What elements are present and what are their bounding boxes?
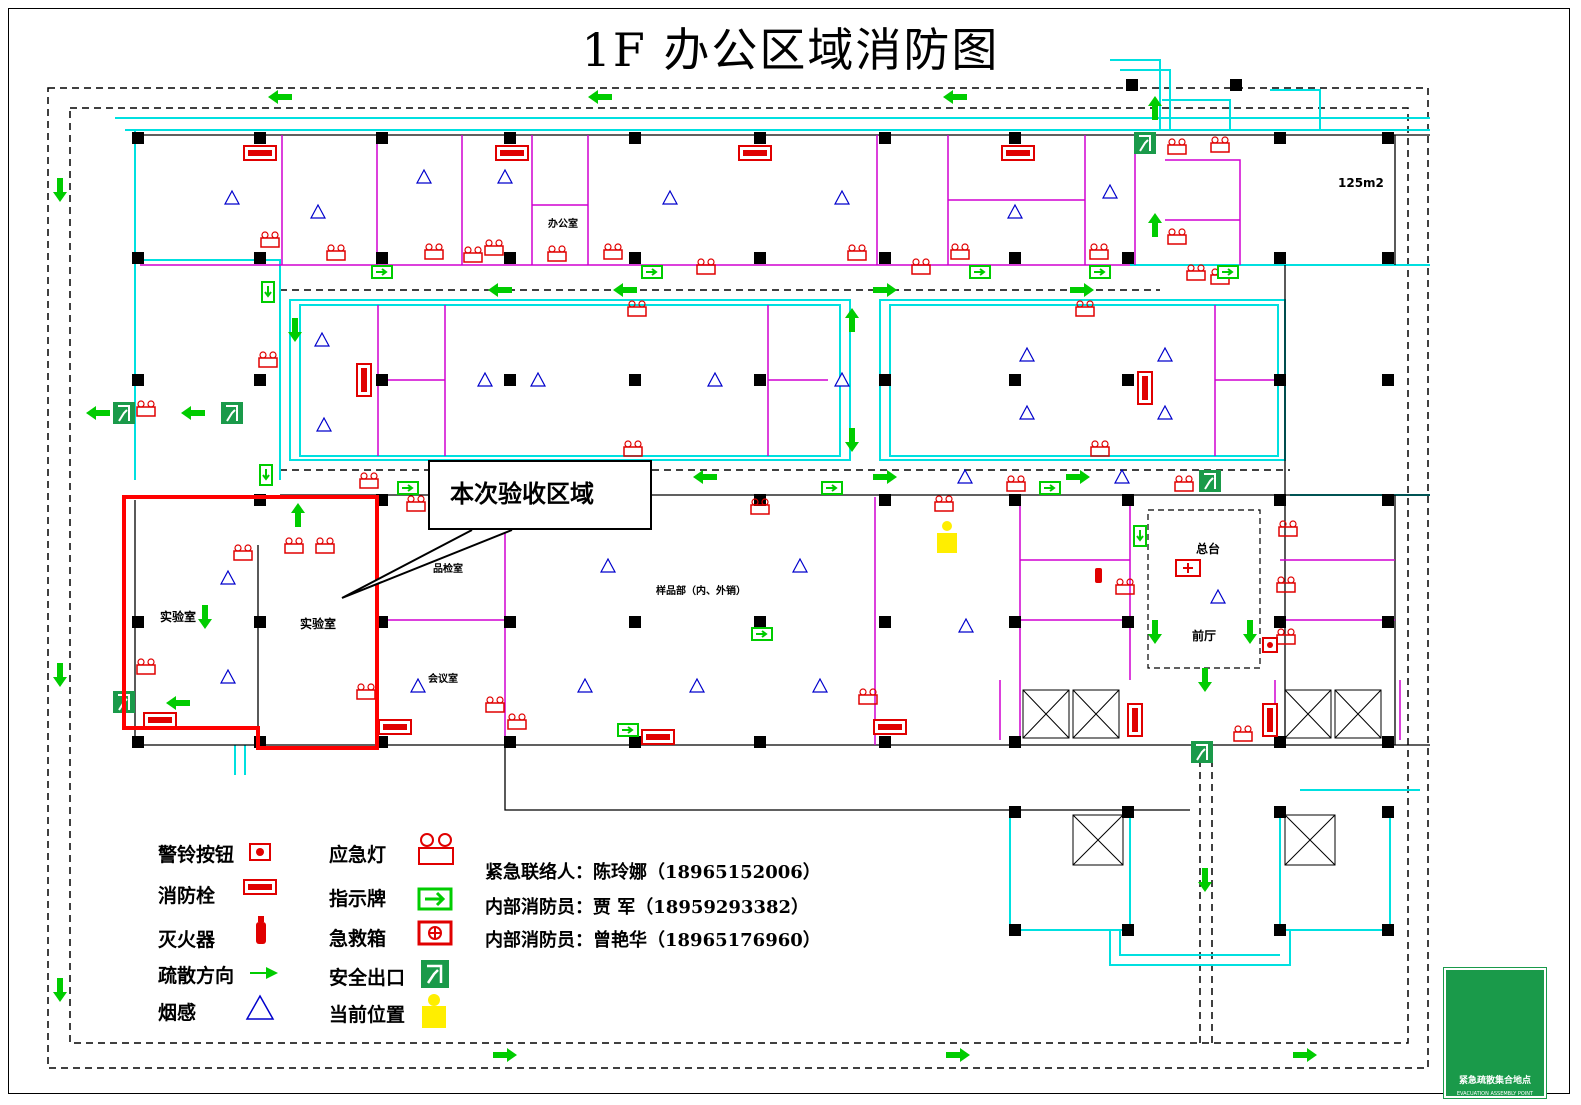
contact-emergency: 紧急联络人：陈玲娜（18965152006）: [485, 862, 821, 883]
room-label-lab2: 实验室: [300, 617, 337, 631]
room-label-front-desk: 总台: [1196, 542, 1221, 556]
contact-firefighter-1: 内部消防员：贾 军（18959293382）: [485, 897, 810, 918]
room-label-office: 办公室: [548, 219, 578, 230]
room-label-lab1: 实验室: [160, 610, 197, 624]
acceptance-area-outline: [122, 495, 379, 750]
room-label-reception: 前厅: [1192, 629, 1217, 643]
room-label-area: 125m2: [1338, 176, 1384, 190]
legend-safety-exit: 安全出口: [329, 967, 406, 989]
pillars: [132, 79, 1394, 936]
legend-first-aid: 急救箱: [329, 928, 387, 950]
legend-current-position: 当前位置: [329, 1004, 406, 1026]
page-title: 1F 办公区域消防图: [581, 23, 1000, 77]
assembly-point-label: 紧急疏散集合地点: [1458, 1076, 1531, 1086]
legend-extinguisher: 灭火器: [158, 929, 216, 951]
emergency-lights: [136, 136, 1298, 742]
acceptance-area-callout: 本次验收区域: [428, 460, 652, 530]
room-label-meeting: 会议室: [428, 674, 458, 685]
legend-emergency-light: 应急灯: [329, 844, 387, 866]
legend-hydrant: 消防栓: [158, 885, 216, 907]
direction-signs: [259, 265, 1239, 737]
assembly-point-label-en: EVACUATION ASSEMBLY POINT: [1456, 1091, 1534, 1097]
legend-smoke-detector: 烟感: [158, 1002, 197, 1024]
current-position-marker: [937, 521, 957, 553]
legend-icons: [243, 833, 454, 1028]
room-label-sample-dept: 样品部（内、外销）: [656, 586, 746, 597]
contact-firefighter-2: 内部消防员：曾艳华（18965176960）: [485, 930, 821, 951]
room-label-qc: 品检室: [433, 564, 463, 575]
legend-evac-direction: 疏散方向: [158, 965, 235, 987]
smoke-detectors: [220, 169, 1226, 693]
legend-sign: 指示牌: [329, 888, 387, 910]
hydrants: [143, 145, 1278, 745]
assembly-point-sign: 紧急疏散集合地点 EVACUATION ASSEMBLY POINT: [1443, 967, 1547, 1099]
map-frame: [8, 8, 1570, 1094]
legend-alarm-button: 警铃按钮: [158, 844, 235, 866]
